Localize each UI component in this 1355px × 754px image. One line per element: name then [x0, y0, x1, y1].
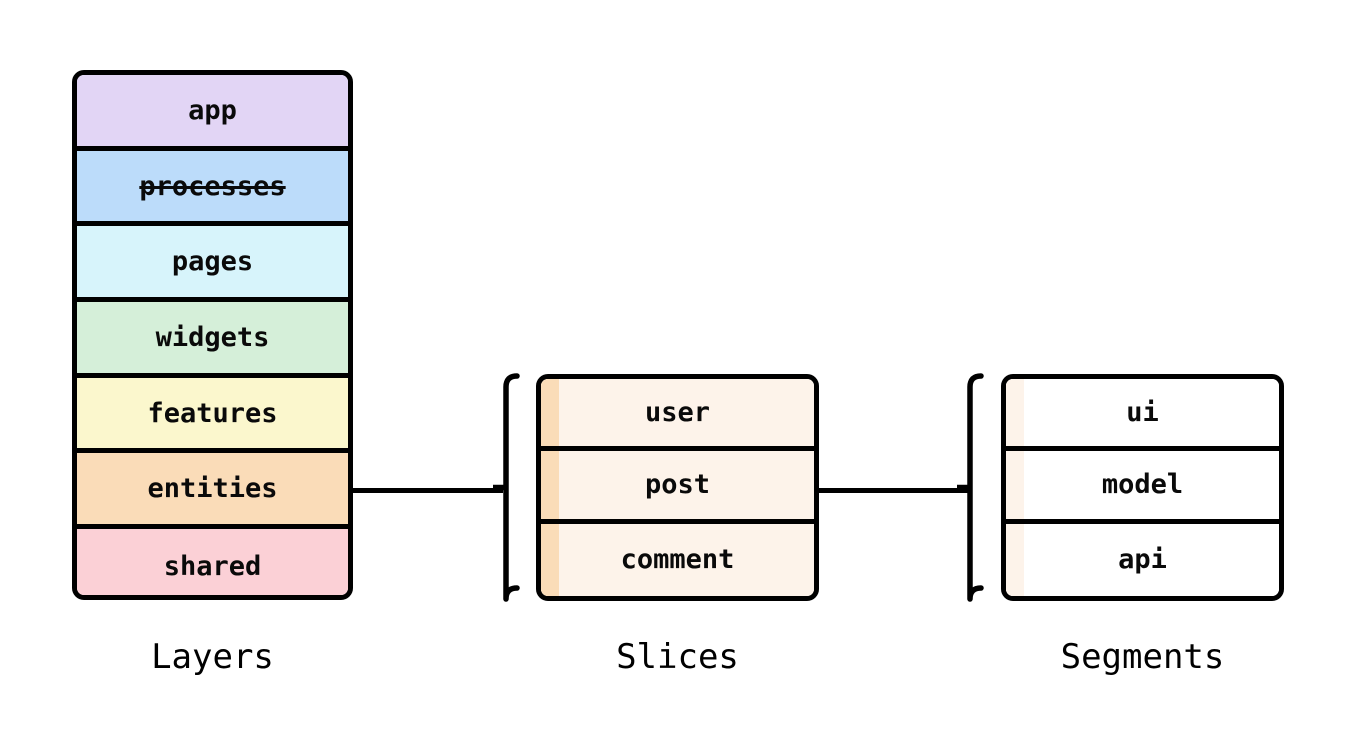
row-stripe: [541, 523, 559, 596]
layer-label-pages: pages: [171, 246, 254, 278]
layer-label-shared: shared: [163, 551, 262, 583]
caption-segments: Segments: [1060, 637, 1225, 677]
layer-row-pages[interactable]: pages: [77, 226, 348, 303]
slices-bracket: [493, 370, 523, 605]
segments-stack: ui model api: [1001, 374, 1284, 601]
slice-row-user[interactable]: user: [541, 379, 814, 452]
segments-bracket: [957, 370, 987, 605]
row-stripe: [1006, 379, 1024, 447]
layer-row-shared[interactable]: shared: [77, 529, 348, 595]
segment-row-model[interactable]: model: [1006, 451, 1279, 524]
row-stripe: [541, 379, 559, 447]
layers-stack: app processes pages widgets features ent…: [72, 70, 353, 600]
caption-slices: Slices: [616, 637, 739, 677]
row-stripe: [1006, 451, 1024, 519]
layer-row-widgets[interactable]: widgets: [77, 302, 348, 378]
segment-row-api[interactable]: api: [1006, 523, 1279, 596]
connector-post-to-segments: [818, 488, 968, 493]
layer-label-app: app: [188, 94, 237, 126]
layer-row-features[interactable]: features: [77, 377, 348, 454]
segment-label-api: api: [1118, 544, 1167, 576]
row-stripe: [1006, 523, 1024, 596]
layer-label-widgets: widgets: [155, 321, 270, 353]
slice-label-user: user: [644, 397, 711, 429]
row-stripe: [541, 451, 559, 519]
slice-label-comment: comment: [620, 544, 735, 576]
layer-row-app[interactable]: app: [77, 75, 348, 151]
connector-entities-to-slices: [353, 488, 503, 493]
layer-row-entities[interactable]: entities: [77, 453, 348, 530]
layer-label-processes: processes: [139, 170, 286, 202]
segment-row-ui[interactable]: ui: [1006, 379, 1279, 452]
slice-row-post[interactable]: post: [541, 451, 814, 524]
segment-label-ui: ui: [1126, 397, 1159, 429]
layer-row-processes[interactable]: processes: [77, 150, 348, 227]
caption-layers: Layers: [151, 637, 274, 677]
layer-label-entities: entities: [147, 473, 278, 505]
segment-label-model: model: [1101, 469, 1184, 501]
slice-row-comment[interactable]: comment: [541, 523, 814, 596]
layer-label-features: features: [147, 397, 278, 429]
slice-label-post: post: [644, 469, 711, 501]
slices-stack: user post comment: [536, 374, 819, 601]
